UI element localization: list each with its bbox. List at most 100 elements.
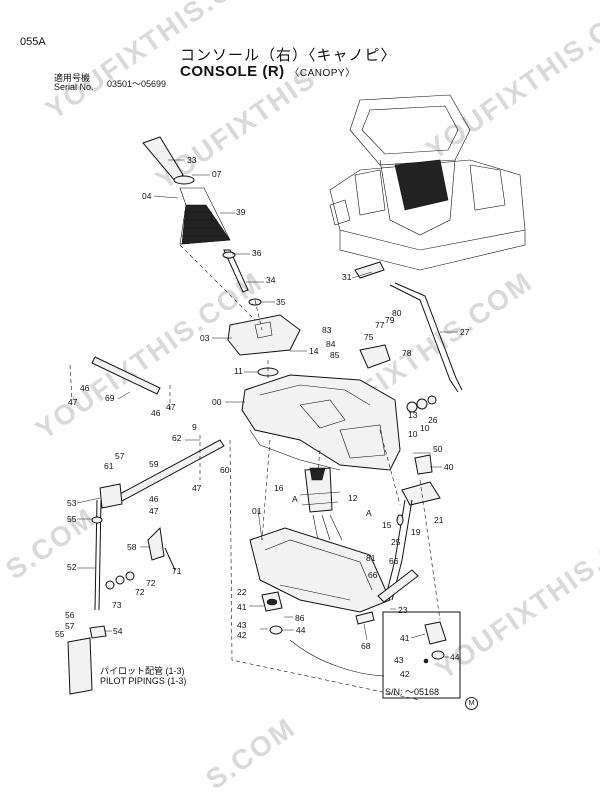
callout-78: 78 <box>402 348 412 358</box>
callout-80: 80 <box>392 308 402 318</box>
callout-57: 57 <box>115 451 125 461</box>
callout-04: 04 <box>142 191 152 201</box>
callout-00: 00 <box>212 397 222 407</box>
callout-46: 46 <box>80 383 90 393</box>
control-lever-assembly <box>142 136 301 377</box>
callout-53: 53 <box>67 498 77 508</box>
callout-33: 33 <box>187 155 197 165</box>
callout-86: 86 <box>295 613 305 623</box>
callout-a-left: A <box>292 494 298 504</box>
callout-47: 47 <box>192 483 202 493</box>
lock-lever-assembly <box>354 261 463 603</box>
pilot-valve-assembly <box>299 467 343 541</box>
assembly-lines <box>69 244 441 701</box>
callout-27: 27 <box>460 327 470 337</box>
callout-a-right: A <box>366 508 372 518</box>
callout-68: 68 <box>361 641 371 651</box>
callout-61: 61 <box>104 461 114 471</box>
callout-72: 72 <box>135 587 145 597</box>
callout-15: 15 <box>382 520 392 530</box>
callout-46: 46 <box>151 408 161 418</box>
callout-9: 9 <box>192 422 197 432</box>
console-body <box>241 374 401 471</box>
serial-label-english: Serial No. <box>54 82 94 92</box>
title-japanese: コンソール（右）〈キャノピ〉 <box>180 47 397 64</box>
callout-58: 58 <box>127 542 137 552</box>
maker-mark-icon: M <box>465 697 478 710</box>
callout-25: 25 <box>391 537 401 547</box>
exploded-parts-diagram: 33 07 04 39 36 34 35 03 14 11 00 31 83 8… <box>55 94 526 701</box>
callout-81: 81 <box>366 553 376 563</box>
callout-inset-41: 41 <box>400 633 410 643</box>
callout-62: 62 <box>172 433 182 443</box>
callout-14: 14 <box>309 346 319 356</box>
callout-23: 23 <box>398 605 408 615</box>
callout-52: 52 <box>67 562 77 572</box>
callout-66: 66 <box>368 570 378 580</box>
callout-50: 50 <box>433 444 443 454</box>
callout-10: 10 <box>420 423 430 433</box>
title-english: CONSOLE (R) 〈CANOPY〉 <box>180 63 356 80</box>
pilot-pipings-note-english: PILOT PIPINGS (1-3) <box>100 676 187 686</box>
pilot-pipe-linkage <box>67 356 225 695</box>
callout-34: 34 <box>266 275 276 285</box>
callout-54: 54 <box>113 626 123 636</box>
callout-47: 47 <box>68 397 78 407</box>
callout-83: 83 <box>322 325 332 335</box>
callout-03: 03 <box>200 333 210 343</box>
callout-41: 41 <box>237 602 247 612</box>
callout-47: 47 <box>166 402 176 412</box>
callout-35: 35 <box>276 297 286 307</box>
serial-range: 03501～05699 <box>107 79 167 89</box>
callout-60: 60 <box>220 465 230 475</box>
callout-10: 10 <box>408 429 418 439</box>
callout-13: 13 <box>408 410 418 420</box>
serial-inset-box <box>382 611 461 699</box>
title-english-main: CONSOLE (R) <box>180 63 285 80</box>
cab-overview-sketch <box>329 94 526 271</box>
callout-01: 01 <box>252 506 262 516</box>
callout-21: 21 <box>434 515 444 525</box>
sn-range-label: S/N: ～05168 <box>385 687 440 697</box>
callout-55: 55 <box>67 514 77 524</box>
callout-71: 71 <box>172 566 182 576</box>
callout-84: 84 <box>326 339 336 349</box>
callout-22: 22 <box>237 587 247 597</box>
callout-77: 77 <box>375 320 385 330</box>
callout-39: 39 <box>236 207 246 217</box>
callout-31: 31 <box>342 272 352 282</box>
title-english-suffix: 〈CANOPY〉 <box>289 68 356 79</box>
callout-55: 55 <box>55 629 65 639</box>
callout-19: 19 <box>411 527 421 537</box>
callout-inset-44: 44 <box>450 652 460 662</box>
callout-85: 85 <box>330 350 340 360</box>
callout-11: 11 <box>234 366 243 376</box>
callout-46: 46 <box>149 494 159 504</box>
callout-36: 36 <box>252 248 262 258</box>
callout-59: 59 <box>149 459 159 469</box>
callout-72: 72 <box>146 578 156 588</box>
callout-79: 79 <box>385 315 395 325</box>
callout-42: 42 <box>237 630 247 640</box>
leader-lines <box>76 159 458 658</box>
callout-75: 75 <box>364 332 374 342</box>
callout-47: 47 <box>149 506 159 516</box>
lower-plate-hardware <box>261 591 375 635</box>
callout-69: 69 <box>105 393 115 403</box>
lower-mounting-plate <box>249 527 391 613</box>
callout-07: 07 <box>212 169 222 179</box>
callout-56: 56 <box>65 610 75 620</box>
callout-inset-42: 42 <box>400 669 410 679</box>
pilot-pipings-note-japanese: パイロット配管 (1-3) <box>100 666 185 676</box>
callout-73: 73 <box>112 600 122 610</box>
callout-26: 26 <box>428 415 438 425</box>
callout-inset-43: 43 <box>394 655 404 665</box>
callout-43: 43 <box>237 620 247 630</box>
page-code: 055A <box>20 36 46 48</box>
callout-44: 44 <box>296 625 306 635</box>
callout-57: 57 <box>65 621 75 631</box>
callout-16: 16 <box>274 483 284 493</box>
callout-66: 66 <box>389 556 399 566</box>
callout-labels: 33 07 04 39 36 34 35 03 14 11 00 31 83 8… <box>55 155 470 679</box>
callout-12: 12 <box>348 493 358 503</box>
